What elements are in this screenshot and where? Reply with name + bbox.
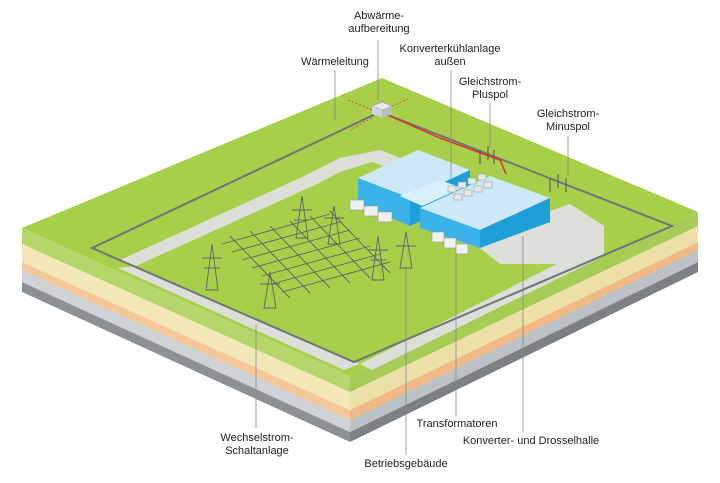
hall-mid-roof — [400, 180, 462, 206]
label-abwaermeaufbereitung: Abwärme- aufbereitung — [344, 10, 414, 36]
switchyard-gantries — [221, 210, 391, 299]
cooler-unit — [477, 173, 487, 181]
label-line: Wechselstrom- — [220, 432, 294, 444]
cooler-unit — [453, 193, 463, 201]
hall-right-roof — [420, 176, 550, 230]
pylon-4 — [324, 205, 344, 245]
road — [118, 150, 604, 370]
transformer-unit — [349, 199, 365, 211]
heat-building-front — [372, 106, 382, 118]
label-line: außen — [434, 56, 466, 68]
label-line: Transformatoren — [416, 418, 498, 430]
label-line: Wärmeleitung — [301, 56, 369, 68]
label-gleichstrom-pluspol: Gleichstrom- Pluspol — [452, 76, 528, 102]
grass-side-left — [22, 228, 350, 392]
soil-orange-left — [22, 262, 350, 420]
road-left — [120, 178, 315, 266]
grass-top — [22, 78, 698, 376]
label-konverter-drosselhalle: Konverter- und Drosselhalle — [456, 435, 606, 448]
heat-building-side — [382, 106, 392, 118]
label-wechselstrom-schaltanlage: Wechselstrom- Schaltanlage — [212, 432, 302, 458]
label-line: Minuspol — [545, 121, 591, 133]
label-line: Gleichstrom- — [458, 76, 522, 88]
cooling-units — [447, 173, 493, 201]
hall-left-roof — [358, 150, 470, 198]
ac-switchyard — [202, 195, 416, 309]
label-line: Pluspol — [471, 89, 509, 101]
leader-lines — [255, 40, 569, 455]
road-top — [300, 150, 420, 185]
pylon-5 — [368, 235, 388, 281]
soil-light-left — [22, 244, 350, 410]
label-transformatoren: Transformatoren — [412, 418, 502, 431]
heat-line — [389, 115, 507, 175]
rock-layer-right — [350, 250, 698, 432]
hall-right-side — [480, 198, 550, 248]
label-line: Konverter- und Drosselhalle — [462, 435, 600, 447]
heat-pipe-dashed-2 — [391, 97, 411, 107]
road-bottom — [118, 266, 360, 370]
rock-layer-left — [22, 270, 350, 432]
hall-left-front — [358, 178, 410, 226]
base-layer-left — [22, 282, 350, 442]
ground-block — [22, 78, 698, 442]
label-line: Abwärme- — [353, 10, 405, 22]
cooler-unit — [447, 185, 457, 193]
heat-pipe-dashed-1 — [347, 99, 373, 111]
cooler-unit — [457, 181, 467, 189]
hall-right-front — [420, 208, 480, 248]
cooler-unit — [467, 177, 477, 185]
transformer-unit — [455, 243, 469, 255]
label-konverterkuehlanlage: Konverterkühlanlage außen — [395, 43, 505, 69]
pylon-2 — [260, 271, 280, 309]
road-yard — [470, 204, 604, 264]
label-betriebsgebaeude: Betriebsgebäude — [356, 458, 456, 471]
transformer-unit — [431, 231, 445, 243]
transformer-unit — [363, 205, 379, 217]
label-line: Schaltanlage — [225, 445, 289, 457]
transformer-unit — [443, 237, 457, 249]
fence — [89, 110, 675, 364]
label-waermeleitung: Wärmeleitung — [297, 56, 373, 69]
cooler-unit — [463, 189, 473, 197]
heat-pipe-dashed-3 — [349, 117, 373, 131]
grass-side-right — [350, 212, 698, 392]
transformers — [349, 199, 469, 255]
base-layer-right — [350, 262, 698, 442]
label-line: Konverterkühlanlage — [399, 43, 501, 55]
cooler-unit — [483, 181, 493, 189]
heat-recovery — [347, 97, 507, 175]
road-right — [360, 248, 604, 370]
dc-poles — [479, 146, 567, 192]
label-line: Betriebsgebäude — [364, 458, 448, 470]
soil-light-right — [350, 226, 698, 410]
converter-halls — [358, 150, 550, 248]
pylon-3 — [292, 195, 312, 239]
soil-orange-right — [350, 242, 698, 420]
cooler-unit — [473, 185, 483, 193]
label-line: Gleichstrom- — [536, 108, 600, 120]
label-gleichstrom-minuspol: Gleichstrom- Minuspol — [530, 108, 606, 134]
transformer-unit — [377, 211, 393, 223]
label-line: aufbereitung — [348, 23, 410, 35]
pylon-1 — [202, 243, 222, 291]
